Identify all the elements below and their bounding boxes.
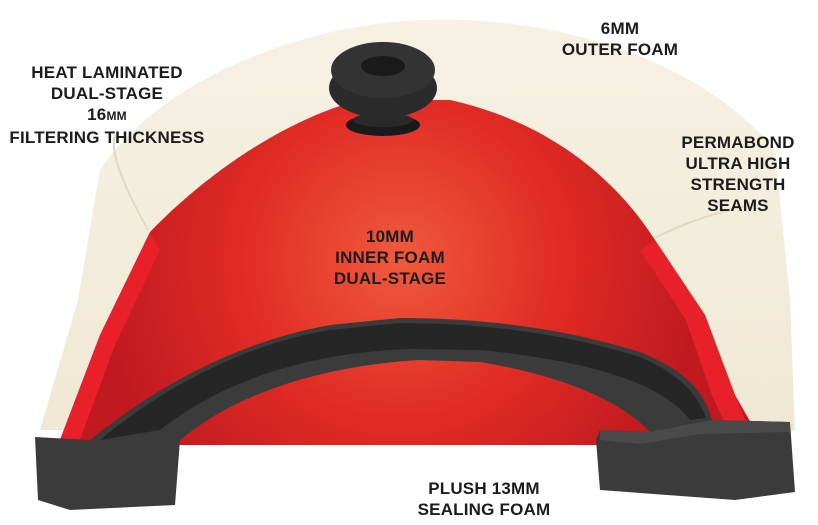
label-permabond: PERMABOND ULTRA HIGH STRENGTH SEAMS bbox=[668, 132, 808, 216]
label-inner-foam: 10MM INNER FOAM DUAL-STAGE bbox=[310, 226, 470, 289]
label-inner-foam-line2: INNER FOAM bbox=[310, 247, 470, 268]
label-inner-foam-line1: 10MM bbox=[310, 226, 470, 247]
label-heat-laminated: HEAT LAMINATED DUAL-STAGE 16MM FILTERING… bbox=[0, 62, 214, 148]
thickness-unit: MM bbox=[106, 109, 126, 123]
label-outer-foam-line1: 6MM bbox=[540, 18, 700, 39]
label-heat-laminated-line2: DUAL-STAGE bbox=[0, 83, 214, 104]
label-heat-laminated-line1: HEAT LAMINATED bbox=[0, 62, 214, 83]
label-heat-laminated-line4: FILTERING THICKNESS bbox=[0, 127, 214, 148]
label-permabond-line1: PERMABOND bbox=[668, 132, 808, 153]
label-sealing-foam-line1: PLUSH 13MM bbox=[404, 478, 564, 499]
label-inner-foam-line3: DUAL-STAGE bbox=[310, 268, 470, 289]
label-permabond-line3: STRENGTH bbox=[668, 174, 808, 195]
label-sealing-foam: PLUSH 13MM SEALING FOAM bbox=[404, 478, 564, 520]
label-outer-foam: 6MM OUTER FOAM bbox=[540, 18, 700, 60]
label-permabond-line4: SEAMS bbox=[668, 195, 808, 216]
thickness-value: 16 bbox=[87, 105, 106, 124]
label-heat-laminated-line3: 16MM bbox=[0, 104, 214, 127]
label-permabond-line2: ULTRA HIGH bbox=[668, 153, 808, 174]
label-sealing-foam-line2: SEALING FOAM bbox=[404, 499, 564, 520]
label-outer-foam-line2: OUTER FOAM bbox=[540, 39, 700, 60]
